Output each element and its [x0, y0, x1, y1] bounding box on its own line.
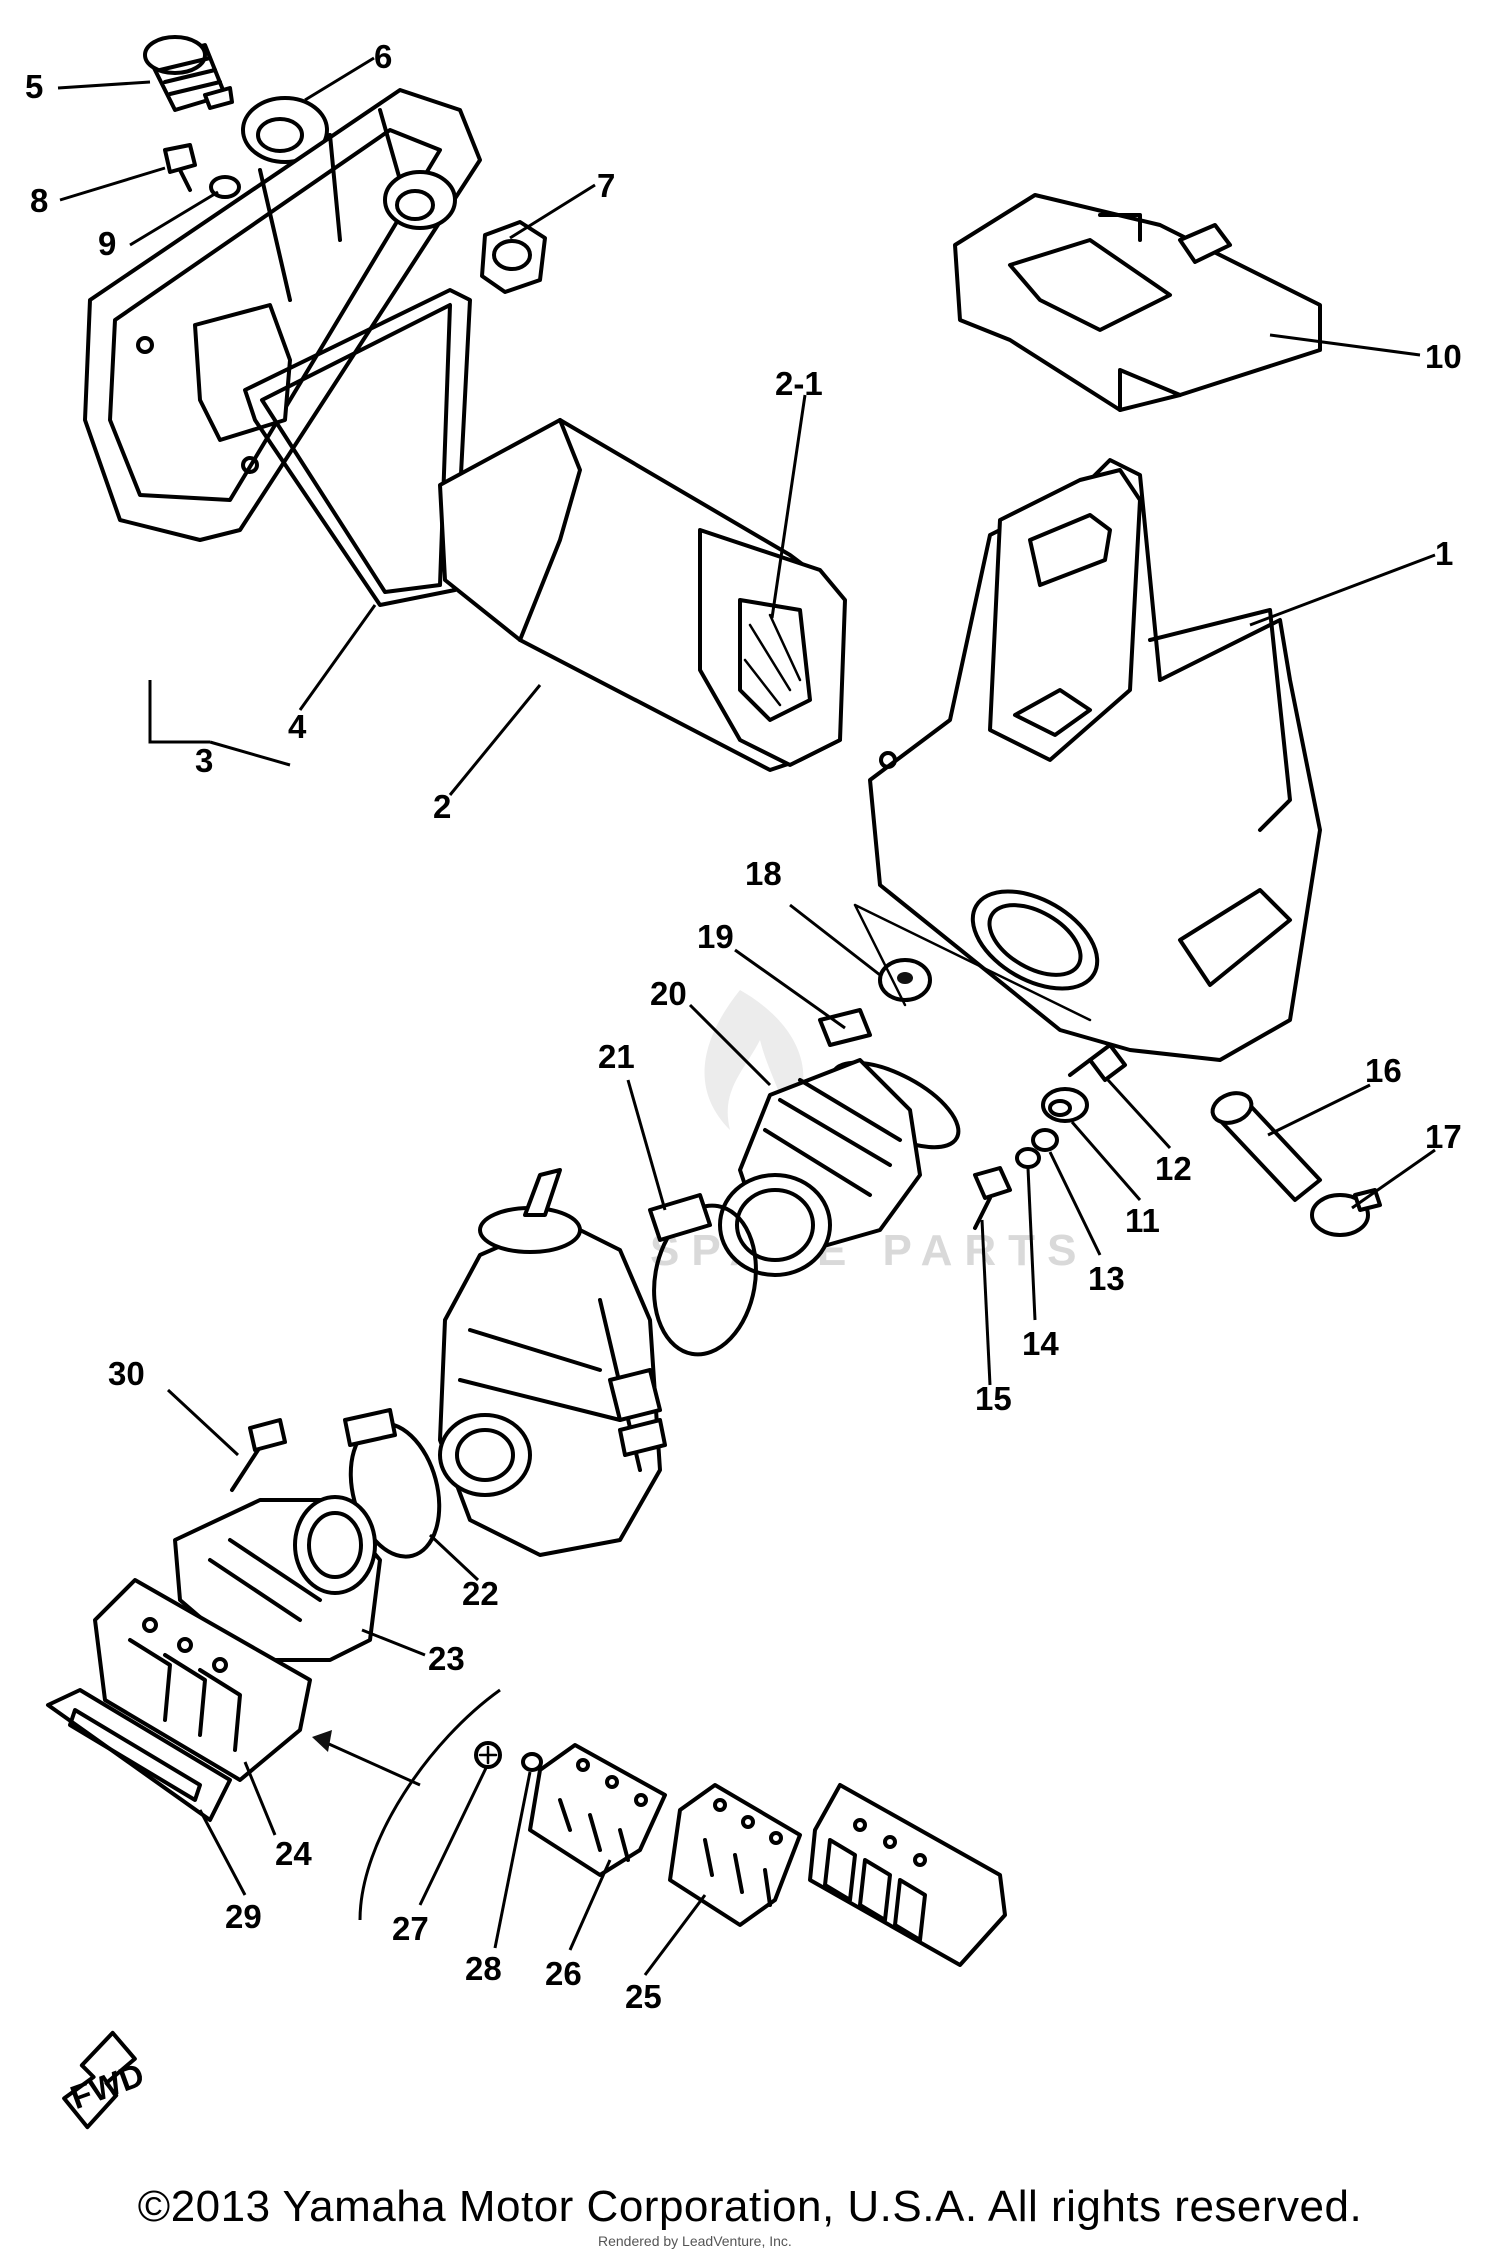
part-21-clamp — [648, 1193, 758, 1357]
callout-26: 26 — [545, 1955, 582, 1992]
callout-30: 30 — [108, 1355, 145, 1392]
callout-9: 9 — [98, 225, 116, 262]
part-10-plate — [953, 193, 1322, 412]
callout-6: 6 — [374, 38, 392, 75]
callout-11: 11 — [1125, 1202, 1160, 1239]
callout-24: 24 — [275, 1835, 312, 1872]
callout-17: 17 — [1425, 1118, 1462, 1155]
part-30-bolt — [230, 1418, 287, 1492]
part-12-bolt — [1068, 1043, 1127, 1082]
part-14-washer — [1015, 1147, 1041, 1169]
part-13-collar — [1031, 1128, 1059, 1152]
part-1-air-case — [868, 458, 1322, 1062]
watermark-flame — [704, 990, 804, 1130]
callout-15: 15 — [975, 1380, 1012, 1417]
callout-27: 27 — [392, 1910, 429, 1947]
part-18-plug-hole — [897, 972, 913, 984]
callout-23: 23 — [428, 1640, 465, 1677]
pointer-arrowhead — [312, 1730, 332, 1752]
callout-12: 12 — [1155, 1150, 1192, 1187]
fwd-arrow: FWD — [62, 2030, 149, 2130]
part-6-cap — [241, 96, 329, 164]
part-17-clip — [1310, 1188, 1382, 1237]
carburetor — [438, 1168, 667, 1557]
callout-19: 19 — [697, 918, 734, 955]
part-26-stopper — [528, 1743, 667, 1877]
part-16-drain-pipe — [1210, 1091, 1322, 1202]
callout-14: 14 — [1022, 1325, 1059, 1362]
part-11-damper — [1041, 1087, 1089, 1123]
callout-5: 5 — [25, 68, 43, 105]
callout-1: 1 — [1435, 535, 1453, 572]
callout-13: 13 — [1088, 1260, 1125, 1297]
part-23-manifold — [173, 1495, 382, 1662]
callout-20: 20 — [650, 975, 687, 1012]
leader-lines — [57, 56, 1436, 1976]
part-8-screw — [163, 143, 197, 192]
part-24-reed-valve — [93, 1578, 312, 1782]
part-2-filter-element — [438, 418, 847, 772]
pointer-arrow — [319, 1738, 421, 1787]
callout-25: 25 — [625, 1978, 662, 2015]
callout-18: 18 — [745, 855, 782, 892]
callout-29: 29 — [225, 1898, 262, 1935]
callout-28: 28 — [465, 1950, 502, 1987]
outline-box — [853, 903, 1092, 1022]
part-25-reed — [668, 1783, 802, 1927]
callout-labels: 5 6 8 7 9 10 2-1 1 3 4 2 18 19 20 21 16 … — [25, 38, 1462, 2015]
callout-3: 3 — [195, 742, 213, 779]
callout-22: 22 — [462, 1575, 499, 1612]
part-5-breather — [143, 35, 234, 112]
callout-7: 7 — [597, 167, 615, 204]
subassembly-bracket — [358, 1688, 501, 1921]
callout-21: 21 — [598, 1038, 635, 1075]
part-7-nut — [480, 220, 547, 294]
callout-8: 8 — [30, 182, 48, 219]
callout-16: 16 — [1365, 1052, 1402, 1089]
callout-2-1: 2-1 — [775, 365, 823, 402]
part-29-gasket — [46, 1688, 232, 1822]
rendered-by-note: Rendered by LeadVenture, Inc. — [598, 2233, 792, 2249]
part-20-joint — [718, 1058, 922, 1277]
reed-valve-body — [808, 1783, 1007, 1967]
part-15-bolt — [973, 1166, 1012, 1230]
callout-4: 4 — [288, 708, 307, 745]
callout-2: 2 — [433, 788, 451, 825]
part-27-screw — [474, 1741, 502, 1769]
callout-10: 10 — [1425, 338, 1462, 375]
copyright-footer: ©2013 Yamaha Motor Corporation, U.S.A. A… — [137, 2182, 1363, 2231]
part-28-washer — [521, 1752, 543, 1772]
